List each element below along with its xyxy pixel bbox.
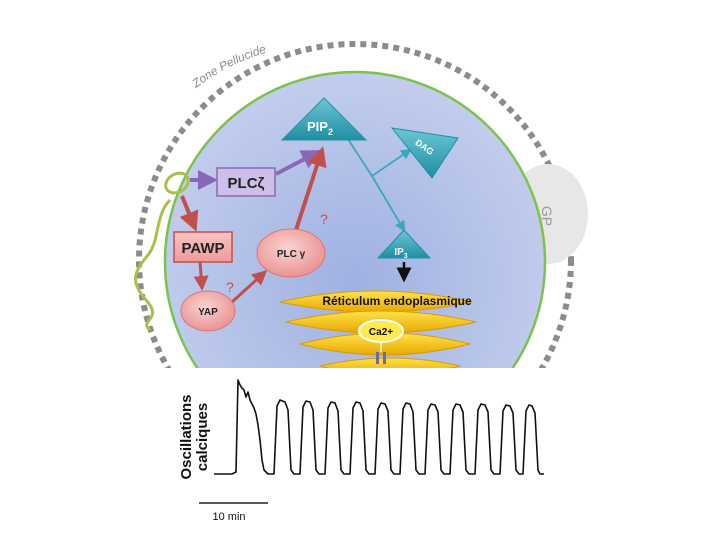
ip3-node: [376, 229, 432, 259]
arrow-pip2-to-ip3: [371, 175, 406, 232]
plcg-label: PLC γ: [277, 249, 306, 260]
arrow-sperm-to-pawp: [179, 195, 199, 232]
yap-label: YAP: [198, 307, 218, 318]
gp-label: GP: [539, 206, 555, 226]
plcz-label: PLCζ: [228, 175, 265, 192]
pip2-label: PIP2: [307, 119, 333, 137]
pawp-box: [173, 231, 233, 263]
reticulum-label: Réticulum endoplasmique: [322, 294, 472, 308]
sperm: [134, 171, 190, 332]
yap-node: [180, 290, 236, 332]
zona-pellucida-ring: [136, 41, 574, 479]
arrow-plcg-to-pip2: [294, 146, 327, 231]
ip3-label: IP3: [394, 247, 407, 260]
trace-panel: [150, 368, 550, 540]
calcium-channel: [376, 342, 386, 364]
oscillations-label-line2: calciques: [194, 403, 211, 471]
pawp-label: PAWP: [181, 240, 224, 257]
arrow-pawp-to-yap: [193, 261, 209, 291]
dag-node: [390, 127, 459, 179]
oscillations-label-line1: Oscillations: [178, 394, 195, 479]
plcg-node: [256, 228, 326, 278]
question-mark-plcg: ?: [320, 211, 328, 227]
time-scale-label: 10 min: [212, 511, 245, 523]
arrow-yap-to-plcg: [230, 269, 268, 304]
plcz-box: [216, 167, 276, 197]
calcium-label: Ca2+: [369, 327, 393, 338]
question-mark-yap: ?: [226, 279, 234, 295]
pip2-node: [280, 97, 368, 141]
calcium-oscillation-trace: [214, 379, 544, 475]
